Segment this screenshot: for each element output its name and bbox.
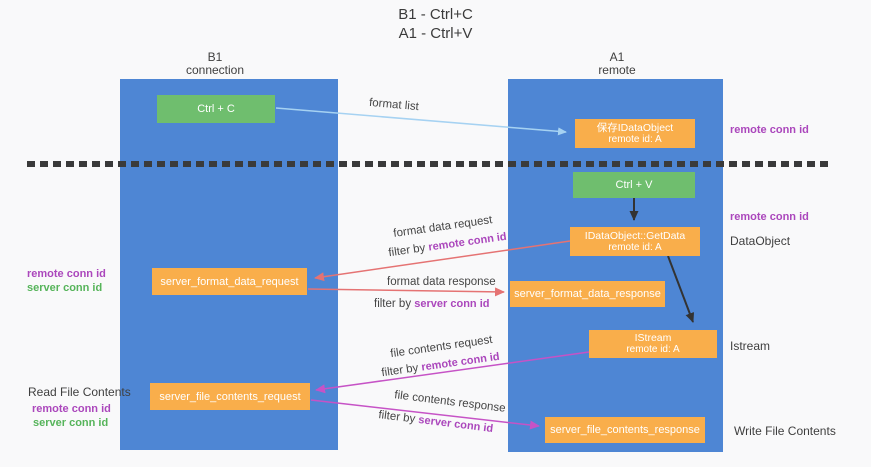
title-line-1: B1 - Ctrl+C xyxy=(398,6,473,23)
save-dataobject-line1: 保存IDataObject xyxy=(596,121,674,134)
ctrl-c-node: Ctrl + C xyxy=(157,95,275,123)
lifeline-header-a1: A1 remote xyxy=(552,51,682,77)
save-dataobject-node: 保存IDataObject remote id: A xyxy=(575,119,695,148)
filter-key-server-2: server conn id xyxy=(414,298,490,310)
istream-side-label: Istream xyxy=(730,339,771,353)
format-data-response-label: format data response xyxy=(387,276,496,288)
istream-line1: IStream xyxy=(634,332,672,344)
filter-key-remote-1: remote conn id xyxy=(427,230,508,254)
filter-by-text-4: filter by xyxy=(377,409,416,426)
remote-conn-id-label-top: remote conn id xyxy=(730,124,809,136)
title-line-2: A1 - Ctrl+V xyxy=(398,25,473,42)
read-file-contents-label: Read File Contents xyxy=(28,385,131,399)
server-format-data-response-node: server_format_data_response xyxy=(510,281,665,307)
server-format-data-request-node: server_format_data_request xyxy=(152,268,307,295)
a1-name: A1 xyxy=(609,50,625,64)
left-bottom-server-conn-id: server conn id xyxy=(33,417,109,429)
left-bottom-remote-conn-id: remote conn id xyxy=(32,403,111,415)
b1-name: B1 xyxy=(207,50,223,64)
b1-role: connection xyxy=(185,63,245,77)
file-contents-response-filter-label: filter by server conn id xyxy=(378,409,494,435)
server-format-data-request-label: server_format_data_request xyxy=(160,275,299,288)
diagram-title: B1 - Ctrl+C A1 - Ctrl+V xyxy=(0,5,871,43)
ctrl-v-label: Ctrl + V xyxy=(615,179,653,191)
remote-conn-id-label-mid: remote conn id xyxy=(730,211,809,223)
filter-key-server-4: server conn id xyxy=(417,413,494,435)
istream-node: IStream remote id: A xyxy=(589,330,717,358)
file-contents-response-label: file contents response xyxy=(393,389,507,415)
left-mid-server-conn-id: server conn id xyxy=(27,282,103,294)
ctrl-v-node: Ctrl + V xyxy=(573,172,695,198)
format-list-label: format list xyxy=(368,96,420,114)
server-file-contents-response-node: server_file_contents_response xyxy=(545,417,705,443)
ctrl-c-label: Ctrl + C xyxy=(197,103,235,115)
a1-role: remote xyxy=(598,63,636,77)
getdata-node: IDataObject::GetData remote id: A xyxy=(570,227,700,256)
getdata-line2: remote id: A xyxy=(608,241,662,253)
filter-by-text-2: filter by xyxy=(374,298,412,310)
server-format-data-response-label: server_format_data_response xyxy=(514,288,661,300)
format-data-response-filter-label: filter by server conn id xyxy=(374,298,489,310)
copy-paste-divider xyxy=(27,161,833,167)
dataobject-label: DataObject xyxy=(730,234,791,248)
istream-line2: remote id: A xyxy=(626,344,680,355)
filter-by-text-1: filter by xyxy=(387,242,427,260)
server-file-contents-request-node: server_file_contents_request xyxy=(150,383,310,410)
server-file-contents-request-label: server_file_contents_request xyxy=(159,390,301,403)
filter-by-text-3: filter by xyxy=(380,362,420,380)
write-file-contents-label: Write File Contents xyxy=(734,424,836,438)
lifeline-header-b1: B1 connection xyxy=(150,51,280,77)
server-file-contents-response-label: server_file_contents_response xyxy=(550,424,700,436)
left-mid-remote-conn-id: remote conn id xyxy=(27,268,106,280)
getdata-line1: IDataObject::GetData xyxy=(584,229,686,242)
save-dataobject-line2: remote id: A xyxy=(608,133,662,145)
